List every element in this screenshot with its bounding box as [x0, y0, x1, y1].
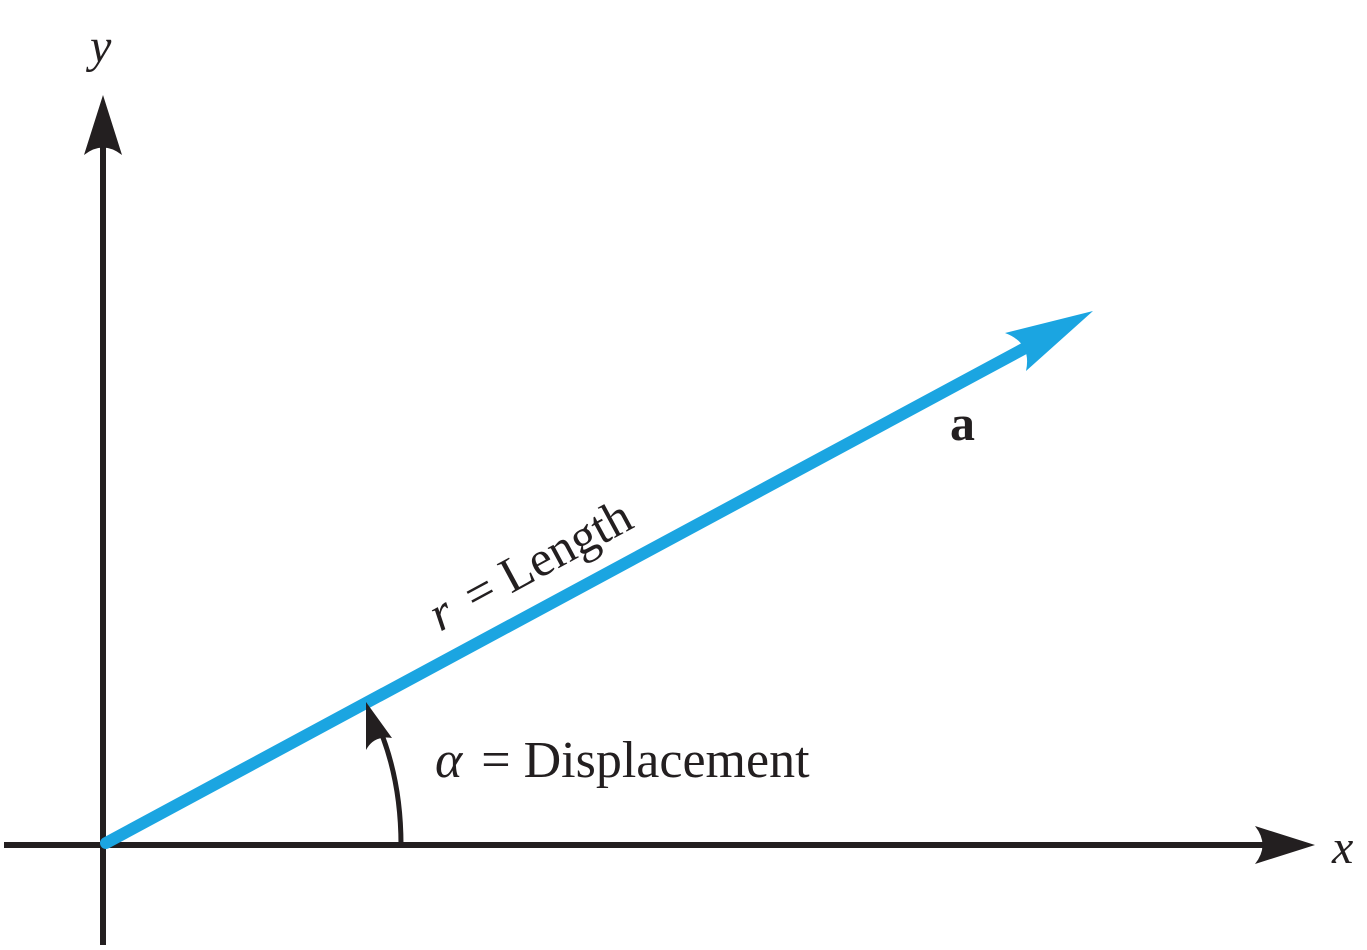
angle-arc-path	[375, 724, 404, 846]
vector-a-label: a	[950, 395, 975, 451]
vector-a	[100, 311, 1093, 849]
y-axis-label: y	[85, 20, 112, 73]
angle-arc	[366, 702, 404, 846]
angle-label: α = Displacement	[435, 732, 810, 789]
y-axis-arrowhead	[84, 95, 122, 155]
angle-arc-arrowhead	[366, 702, 392, 750]
angle-text: = Displacement	[481, 732, 810, 789]
x-axis-arrowhead	[1255, 826, 1315, 864]
vector-a-shaft	[100, 334, 1046, 849]
x-axis-label: x	[1331, 821, 1353, 874]
x-axis	[4, 826, 1315, 864]
angle-symbol: α	[435, 732, 464, 789]
y-axis	[84, 95, 122, 945]
vector-a-arrowhead	[1005, 311, 1093, 371]
length-variable: r	[419, 583, 463, 642]
